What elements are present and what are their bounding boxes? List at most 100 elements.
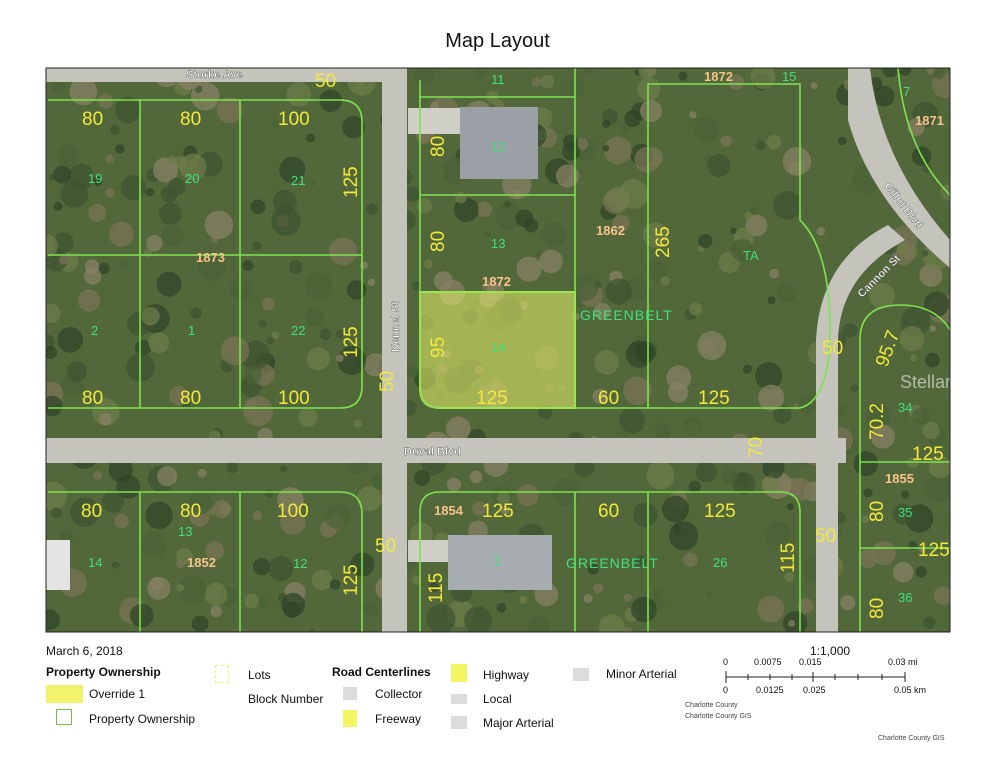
vegetation-patch <box>169 386 189 406</box>
vegetation-patch <box>162 224 184 247</box>
road-duval-blvd <box>46 438 846 463</box>
legend-swatch-lots <box>215 665 229 683</box>
dimension-label: 50 <box>315 71 336 92</box>
vegetation-patch <box>93 470 103 480</box>
vegetation-patch <box>612 215 630 232</box>
legend-label-minor-arterial: Minor Arterial <box>606 667 677 681</box>
block-number: 1862 <box>596 223 625 238</box>
dimension-label: 115 <box>426 573 447 603</box>
vegetation-patch <box>288 260 303 274</box>
vegetation-patch <box>252 241 262 251</box>
vegetation-patch <box>476 201 493 218</box>
vegetation-patch <box>495 202 523 230</box>
vegetation-patch <box>519 595 528 604</box>
vegetation-patch <box>698 233 713 249</box>
vegetation-patch <box>695 461 717 483</box>
dimension-label: 70 <box>746 437 767 458</box>
vegetation-patch <box>483 229 492 238</box>
vegetation-patch <box>654 423 672 441</box>
vegetation-patch <box>764 521 790 547</box>
vegetation-patch <box>243 396 273 427</box>
vegetation-patch <box>50 507 62 519</box>
lot-number: 1 <box>494 553 501 568</box>
legend-label-local: Local <box>483 692 512 706</box>
vegetation-patch <box>359 261 368 270</box>
vegetation-patch <box>689 302 703 316</box>
vegetation-patch <box>624 110 642 128</box>
vegetation-patch <box>528 615 550 632</box>
vegetation-patch <box>472 501 487 516</box>
vegetation-patch <box>742 364 753 374</box>
vegetation-patch <box>602 145 610 152</box>
dimension-label: 125 <box>341 326 362 358</box>
vegetation-patch <box>56 143 80 167</box>
dimension-label: 80 <box>180 109 201 130</box>
vegetation-patch <box>640 99 663 123</box>
legend-label-collector: Collector <box>375 687 423 701</box>
vegetation-patch <box>271 206 301 236</box>
vegetation-patch <box>469 470 483 484</box>
vegetation-patch <box>603 136 632 165</box>
dimension-label: 60 <box>598 501 619 522</box>
vegetation-patch <box>319 328 332 341</box>
vegetation-patch <box>363 600 379 616</box>
vegetation-patch <box>277 487 304 514</box>
vegetation-patch <box>46 395 63 417</box>
vegetation-patch <box>515 209 534 228</box>
vegetation-patch <box>755 140 766 151</box>
vegetation-patch <box>923 616 936 629</box>
legend-label-freeway: Freeway <box>375 712 422 726</box>
vegetation-patch <box>205 541 225 560</box>
vegetation-patch <box>336 354 344 363</box>
vegetation-patch <box>261 297 276 311</box>
vegetation-patch <box>840 595 856 611</box>
vegetation-patch <box>403 363 419 379</box>
scale-tick-km: 0.025 <box>803 685 826 695</box>
vegetation-patch <box>592 388 608 405</box>
road-cannon-st <box>816 225 905 632</box>
vegetation-patch <box>497 491 511 505</box>
lot-number: 15 <box>782 69 796 84</box>
vegetation-patch <box>634 555 647 567</box>
greenbelt-label: GREENBELT <box>566 555 659 571</box>
vegetation-patch <box>642 222 668 248</box>
vegetation-patch <box>281 592 306 617</box>
vegetation-patch <box>258 319 267 328</box>
vegetation-patch <box>69 77 98 106</box>
vegetation-patch <box>476 68 487 79</box>
vegetation-patch <box>730 238 754 262</box>
vegetation-patch <box>346 280 367 300</box>
lot-number: 13 <box>491 236 505 251</box>
vegetation-patch <box>167 177 186 196</box>
dimension-label: 100 <box>277 501 309 522</box>
vegetation-patch <box>912 407 930 426</box>
vegetation-patch <box>464 606 492 632</box>
dimension-label: 125 <box>912 444 944 465</box>
vegetation-patch <box>68 163 95 190</box>
vegetation-patch <box>98 93 114 109</box>
vegetation-patch <box>204 210 234 240</box>
vegetation-patch <box>931 72 950 98</box>
vegetation-patch <box>53 201 63 211</box>
vegetation-patch <box>758 384 785 411</box>
vegetation-patch <box>412 575 422 585</box>
legend-swatch-minor-arterial <box>573 668 589 681</box>
legend-label-block-number: Block Number <box>248 692 324 706</box>
vegetation-patch <box>176 584 185 592</box>
vegetation-patch <box>594 350 619 375</box>
vegetation-patch <box>286 82 311 107</box>
vegetation-patch <box>767 296 776 305</box>
vegetation-patch <box>870 424 895 449</box>
vegetation-patch <box>772 404 792 424</box>
vegetation-patch <box>414 470 431 487</box>
vegetation-patch <box>892 561 914 583</box>
dimension-label: 125 <box>341 166 362 198</box>
road-name-kennel-st: Kennel St <box>390 301 402 352</box>
vegetation-patch <box>555 164 579 188</box>
vegetation-patch <box>897 68 912 76</box>
vegetation-patch <box>536 130 548 141</box>
vegetation-patch <box>337 346 367 375</box>
vegetation-patch <box>357 486 382 512</box>
vegetation-patch <box>933 586 950 605</box>
